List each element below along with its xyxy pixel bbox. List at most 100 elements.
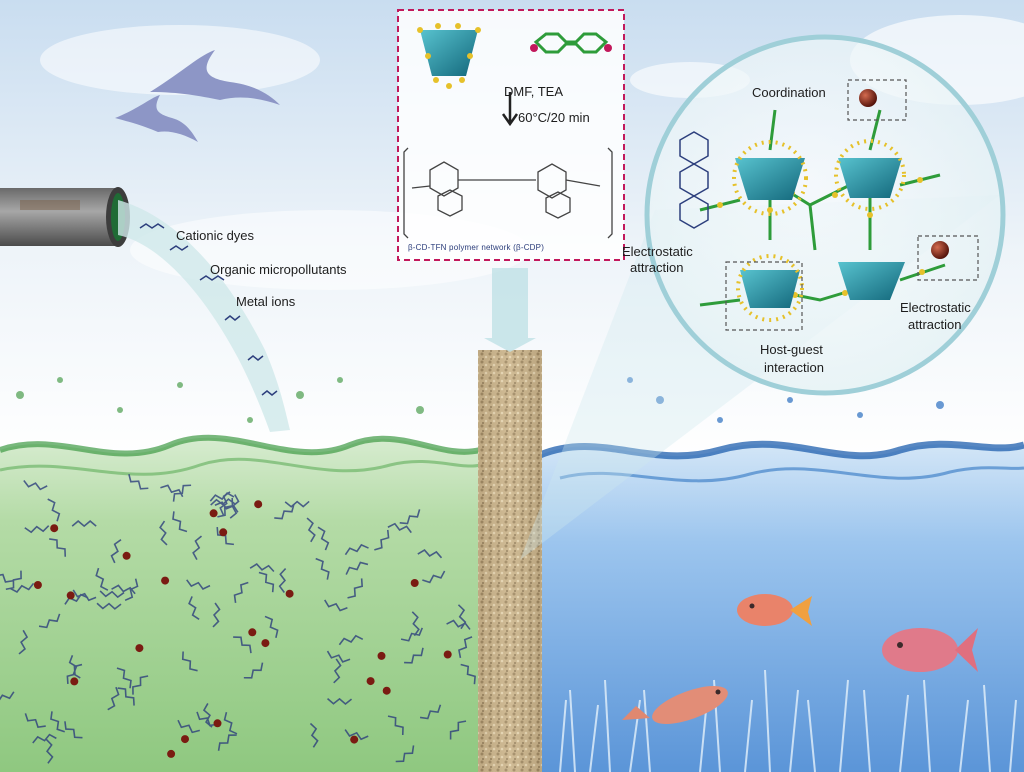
fish-icon	[622, 686, 728, 724]
label-host-guest-2: interaction	[764, 360, 824, 375]
metal-ion-dot	[213, 719, 222, 728]
pollutant-molecule	[309, 722, 319, 748]
outflow-stream	[118, 200, 290, 432]
pollutant-molecule	[124, 578, 139, 602]
metal-ion-dot	[66, 591, 75, 600]
pollutant-molecule	[258, 571, 275, 593]
pollutant-molecule	[315, 557, 330, 580]
pollutant-molecule	[217, 497, 234, 518]
pollutant-molecule	[345, 561, 369, 575]
cyclodextrin-icon	[834, 139, 906, 211]
pollutant-molecule	[212, 602, 221, 628]
pollutant-molecule	[210, 498, 236, 506]
pollutant-molecule	[192, 535, 203, 561]
pollutant-molecule	[188, 596, 200, 621]
metal-ion-dot	[254, 500, 263, 509]
pollutant-molecule	[38, 613, 61, 629]
pollutant-molecule	[223, 712, 238, 735]
label-metal-ions: Metal ions	[236, 294, 296, 309]
pollutant-molecule	[217, 734, 237, 751]
pollutant-molecule	[446, 619, 471, 630]
splash	[16, 377, 424, 423]
pollutant-molecule	[0, 568, 14, 583]
pollutant-molecule	[216, 527, 234, 546]
pollutant-molecule	[160, 484, 184, 498]
linker-icon	[530, 32, 612, 54]
pollutant-molecule	[404, 647, 424, 664]
pollutant-molecule	[50, 711, 65, 733]
cyclodextrin-icon	[838, 262, 905, 300]
pollutant-molecule	[324, 599, 348, 612]
down-arrow-icon	[484, 268, 536, 352]
pollutant-molecule	[306, 517, 316, 543]
pollutant-molecule	[395, 745, 415, 763]
pollutant-molecule	[327, 697, 353, 706]
label-cationic-dyes: Cationic dyes	[176, 228, 255, 243]
pollutant-molecules	[0, 473, 476, 764]
pollutant-molecule	[107, 686, 120, 711]
clean-wave	[538, 440, 1024, 460]
pollutant-molecule	[347, 578, 364, 599]
metal-ion-dot	[410, 579, 419, 587]
metal-ion-dot	[33, 581, 42, 589]
pollutant-molecule	[387, 522, 412, 534]
conditions-line-2: 60°C/20 min	[518, 110, 590, 125]
pollutant-molecule	[449, 720, 467, 740]
pollutant-molecule	[116, 667, 132, 689]
pollutant-molecule	[64, 593, 89, 605]
guest-molecule	[679, 131, 709, 229]
fish-icon	[882, 628, 978, 672]
polymer-structure	[403, 147, 613, 239]
pollutant-molecule	[233, 581, 249, 603]
pollutant-molecule	[333, 658, 342, 684]
pollutant-molecule	[96, 602, 122, 610]
pollutant-molecule	[181, 651, 198, 672]
label-host-guest-1: Host-guest	[760, 342, 823, 357]
host-guest-box	[725, 261, 803, 331]
metal-ion-dot	[382, 686, 391, 695]
pollutant-molecule	[209, 492, 235, 502]
metal-ion-icon	[859, 89, 877, 107]
clean-wave	[559, 466, 1024, 483]
coordination-box	[847, 79, 907, 121]
electrostatic-box	[917, 235, 979, 281]
metal-ion-dot	[443, 650, 452, 659]
pollutant-molecule	[177, 719, 200, 734]
metal-ion-dots	[33, 500, 452, 758]
magnifier-circle	[644, 34, 1006, 396]
pollutant-molecule	[172, 484, 192, 502]
metal-ion-dot	[261, 639, 270, 648]
metal-ion-dot	[181, 735, 189, 744]
metal-ion-dot	[161, 576, 170, 585]
pollutant-molecule	[422, 570, 446, 584]
metal-ion-dot	[122, 551, 131, 560]
pipe-icon	[0, 187, 130, 247]
polluted-wave	[0, 457, 481, 476]
pollutant-molecule	[117, 687, 135, 706]
pollutant-molecule	[411, 611, 420, 637]
pollutant-molecule	[71, 520, 97, 528]
pollutant-molecule	[64, 721, 83, 739]
pollutant-molecule	[317, 526, 330, 551]
label-electrostatic-left-1: Electrostatic	[622, 244, 693, 259]
cloud	[40, 25, 320, 95]
metal-ion-dot	[285, 589, 294, 598]
pollutant-molecule	[95, 567, 109, 591]
pollutant-molecule	[0, 691, 15, 703]
pollutant-molecule	[132, 675, 149, 695]
conditions-line-1: DMF, TEA	[504, 84, 563, 99]
pollutant-molecule	[47, 498, 61, 522]
polluted-wave	[0, 434, 481, 457]
pollutant-molecule	[278, 567, 287, 593]
pollutant-molecule	[99, 590, 125, 599]
filter-column-shading	[478, 350, 542, 772]
bird-icon	[150, 50, 280, 105]
cyclodextrin-icon	[417, 23, 481, 89]
pollutant-molecule	[460, 663, 476, 685]
splash	[627, 377, 944, 423]
label-coordination: Coordination	[752, 85, 826, 100]
pollutant-molecule	[24, 713, 46, 729]
metal-ion-icon	[931, 241, 949, 259]
